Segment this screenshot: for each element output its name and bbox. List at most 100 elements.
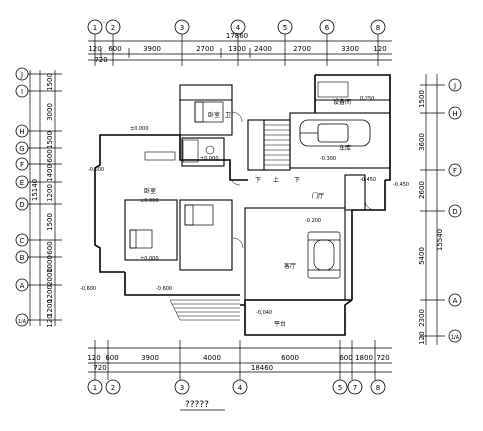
bottom-axis-row — [87, 379, 386, 395]
dim-total: 17860 — [226, 32, 248, 40]
level-mark: 0.250 — [360, 96, 374, 102]
interior-walls — [124, 84, 391, 301]
dim: 2700 — [196, 45, 214, 53]
dim: 600 — [108, 45, 121, 53]
axis-label: 5 — [283, 24, 287, 32]
bottom-axis-labels: 1 2 3 4 5 7 8 — [93, 384, 380, 392]
level-mark: -0.600 — [80, 286, 96, 292]
bath-fixtures-icon — [144, 81, 349, 163]
room-label-living: 客厅 — [284, 262, 296, 270]
dim: 1300 — [228, 45, 246, 53]
axis-label: B — [20, 254, 25, 262]
stair-label-down: 下 — [255, 177, 261, 184]
level-mark: -0.040 — [256, 310, 272, 316]
dim: 720 — [376, 354, 389, 362]
dim: 600 — [105, 354, 118, 362]
dim-sub: 720 — [93, 364, 106, 372]
axis-label: 4 — [236, 24, 241, 32]
axis-label: 8 — [376, 384, 380, 392]
dim: 1200 — [46, 299, 54, 317]
axis-label: G — [19, 145, 24, 153]
dim: 2600 — [418, 181, 426, 199]
dim: 3000 — [46, 103, 54, 121]
left-axis-labels: J I H G F E D C B A 1/A — [18, 71, 27, 325]
axis-label: 1 — [93, 24, 97, 32]
room-labels: 设备间 车库 卧室 卧室 卫 门厅 客厅 平台 下 上 下 — [144, 98, 351, 328]
axis-label: 5 — [338, 384, 342, 392]
dim-total: 18460 — [251, 364, 273, 372]
door-swings — [229, 111, 376, 249]
axis-label: D — [452, 208, 457, 216]
stair-label-down-2: 下 — [294, 177, 300, 184]
top-dimension-lines — [88, 34, 392, 66]
top-axis-labels: 1 2 3 4 5 6 8 — [93, 24, 380, 32]
room-label-bedroom-small: 卧室 — [208, 111, 220, 119]
dim: 6000 — [281, 354, 299, 362]
axis-label: H — [452, 110, 457, 118]
dim: 600 — [46, 241, 54, 254]
dim-total: 15140 — [31, 179, 39, 201]
dim: 1500 — [46, 131, 54, 149]
room-label-terrace: 平台 — [274, 320, 286, 328]
sofa-set-icon — [307, 231, 341, 279]
right-axis-row — [448, 78, 462, 343]
dim-total: 15540 — [436, 229, 444, 251]
level-mark: -0.450 — [393, 182, 409, 188]
dim: 5400 — [418, 247, 426, 265]
dim: 120 — [418, 331, 426, 344]
dim: 600 — [339, 354, 352, 362]
dim: 3600 — [418, 133, 426, 151]
axis-label: 3 — [180, 384, 184, 392]
level-mark: -0.200 — [305, 218, 321, 224]
axis-label: D — [19, 201, 24, 209]
level-mark: ±0.000 — [140, 256, 159, 262]
axis-label: F — [453, 167, 457, 175]
dim: 1200 — [46, 285, 54, 303]
top-dimension-text: 17860 120 600 3900 2700 1300 2400 2700 3… — [88, 32, 386, 64]
dim: 2300 — [418, 309, 426, 327]
dim: 3900 — [141, 354, 159, 362]
level-mark: -0.450 — [360, 177, 376, 183]
dim: 120 — [373, 45, 386, 53]
dim: 120 — [87, 354, 100, 362]
car-icon — [299, 119, 371, 147]
stair-label-up: 上 — [273, 176, 279, 184]
axis-label: C — [20, 237, 25, 245]
room-label-bedroom-main: 卧室 — [144, 187, 156, 195]
dim: 1800 — [355, 354, 373, 362]
room-label-bath: 卫 — [225, 112, 231, 119]
room-label-garage: 车库 — [339, 144, 351, 152]
axis-label: A — [453, 297, 458, 305]
exterior-walls — [94, 74, 391, 336]
dim: 1200 — [46, 184, 54, 202]
dim: 1500 — [46, 73, 54, 91]
dim: 1500 — [418, 90, 426, 108]
left-dimension-text: 15140 1500 3000 1500 600 1400 1200 1500 … — [31, 73, 54, 328]
axis-label: 2 — [111, 384, 115, 392]
dim: 3300 — [341, 45, 359, 53]
dim: 2700 — [293, 45, 311, 53]
axis-label: I — [21, 88, 23, 96]
stair-treads — [264, 124, 290, 166]
dim: 4000 — [203, 354, 221, 362]
axis-label: J — [20, 71, 23, 79]
axis-label: E — [20, 179, 24, 187]
axis-label: 7 — [353, 384, 357, 392]
axis-label: F — [20, 161, 24, 169]
right-dimension-text: 1500 3600 2600 5400 2300 120 15540 — [418, 90, 444, 345]
room-label-equipment: 设备间 — [333, 98, 351, 106]
axis-label: 4 — [238, 384, 243, 392]
right-axis-labels: J H F D A 1/A — [451, 82, 460, 341]
dim: 1500 — [46, 213, 54, 231]
bottom-dimension-lines — [88, 340, 392, 380]
level-mark: ±0.000 — [140, 198, 159, 204]
dim: 1400 — [46, 164, 54, 182]
dim: 2400 — [254, 45, 272, 53]
axis-label: 3 — [180, 24, 184, 32]
dim: 120 — [88, 45, 101, 53]
axis-label: 1/A — [18, 319, 27, 325]
dim: 3900 — [143, 45, 161, 53]
axis-label: A — [20, 282, 25, 290]
room-label-foyer: 门厅 — [312, 192, 324, 200]
terrace-steps — [169, 299, 240, 321]
